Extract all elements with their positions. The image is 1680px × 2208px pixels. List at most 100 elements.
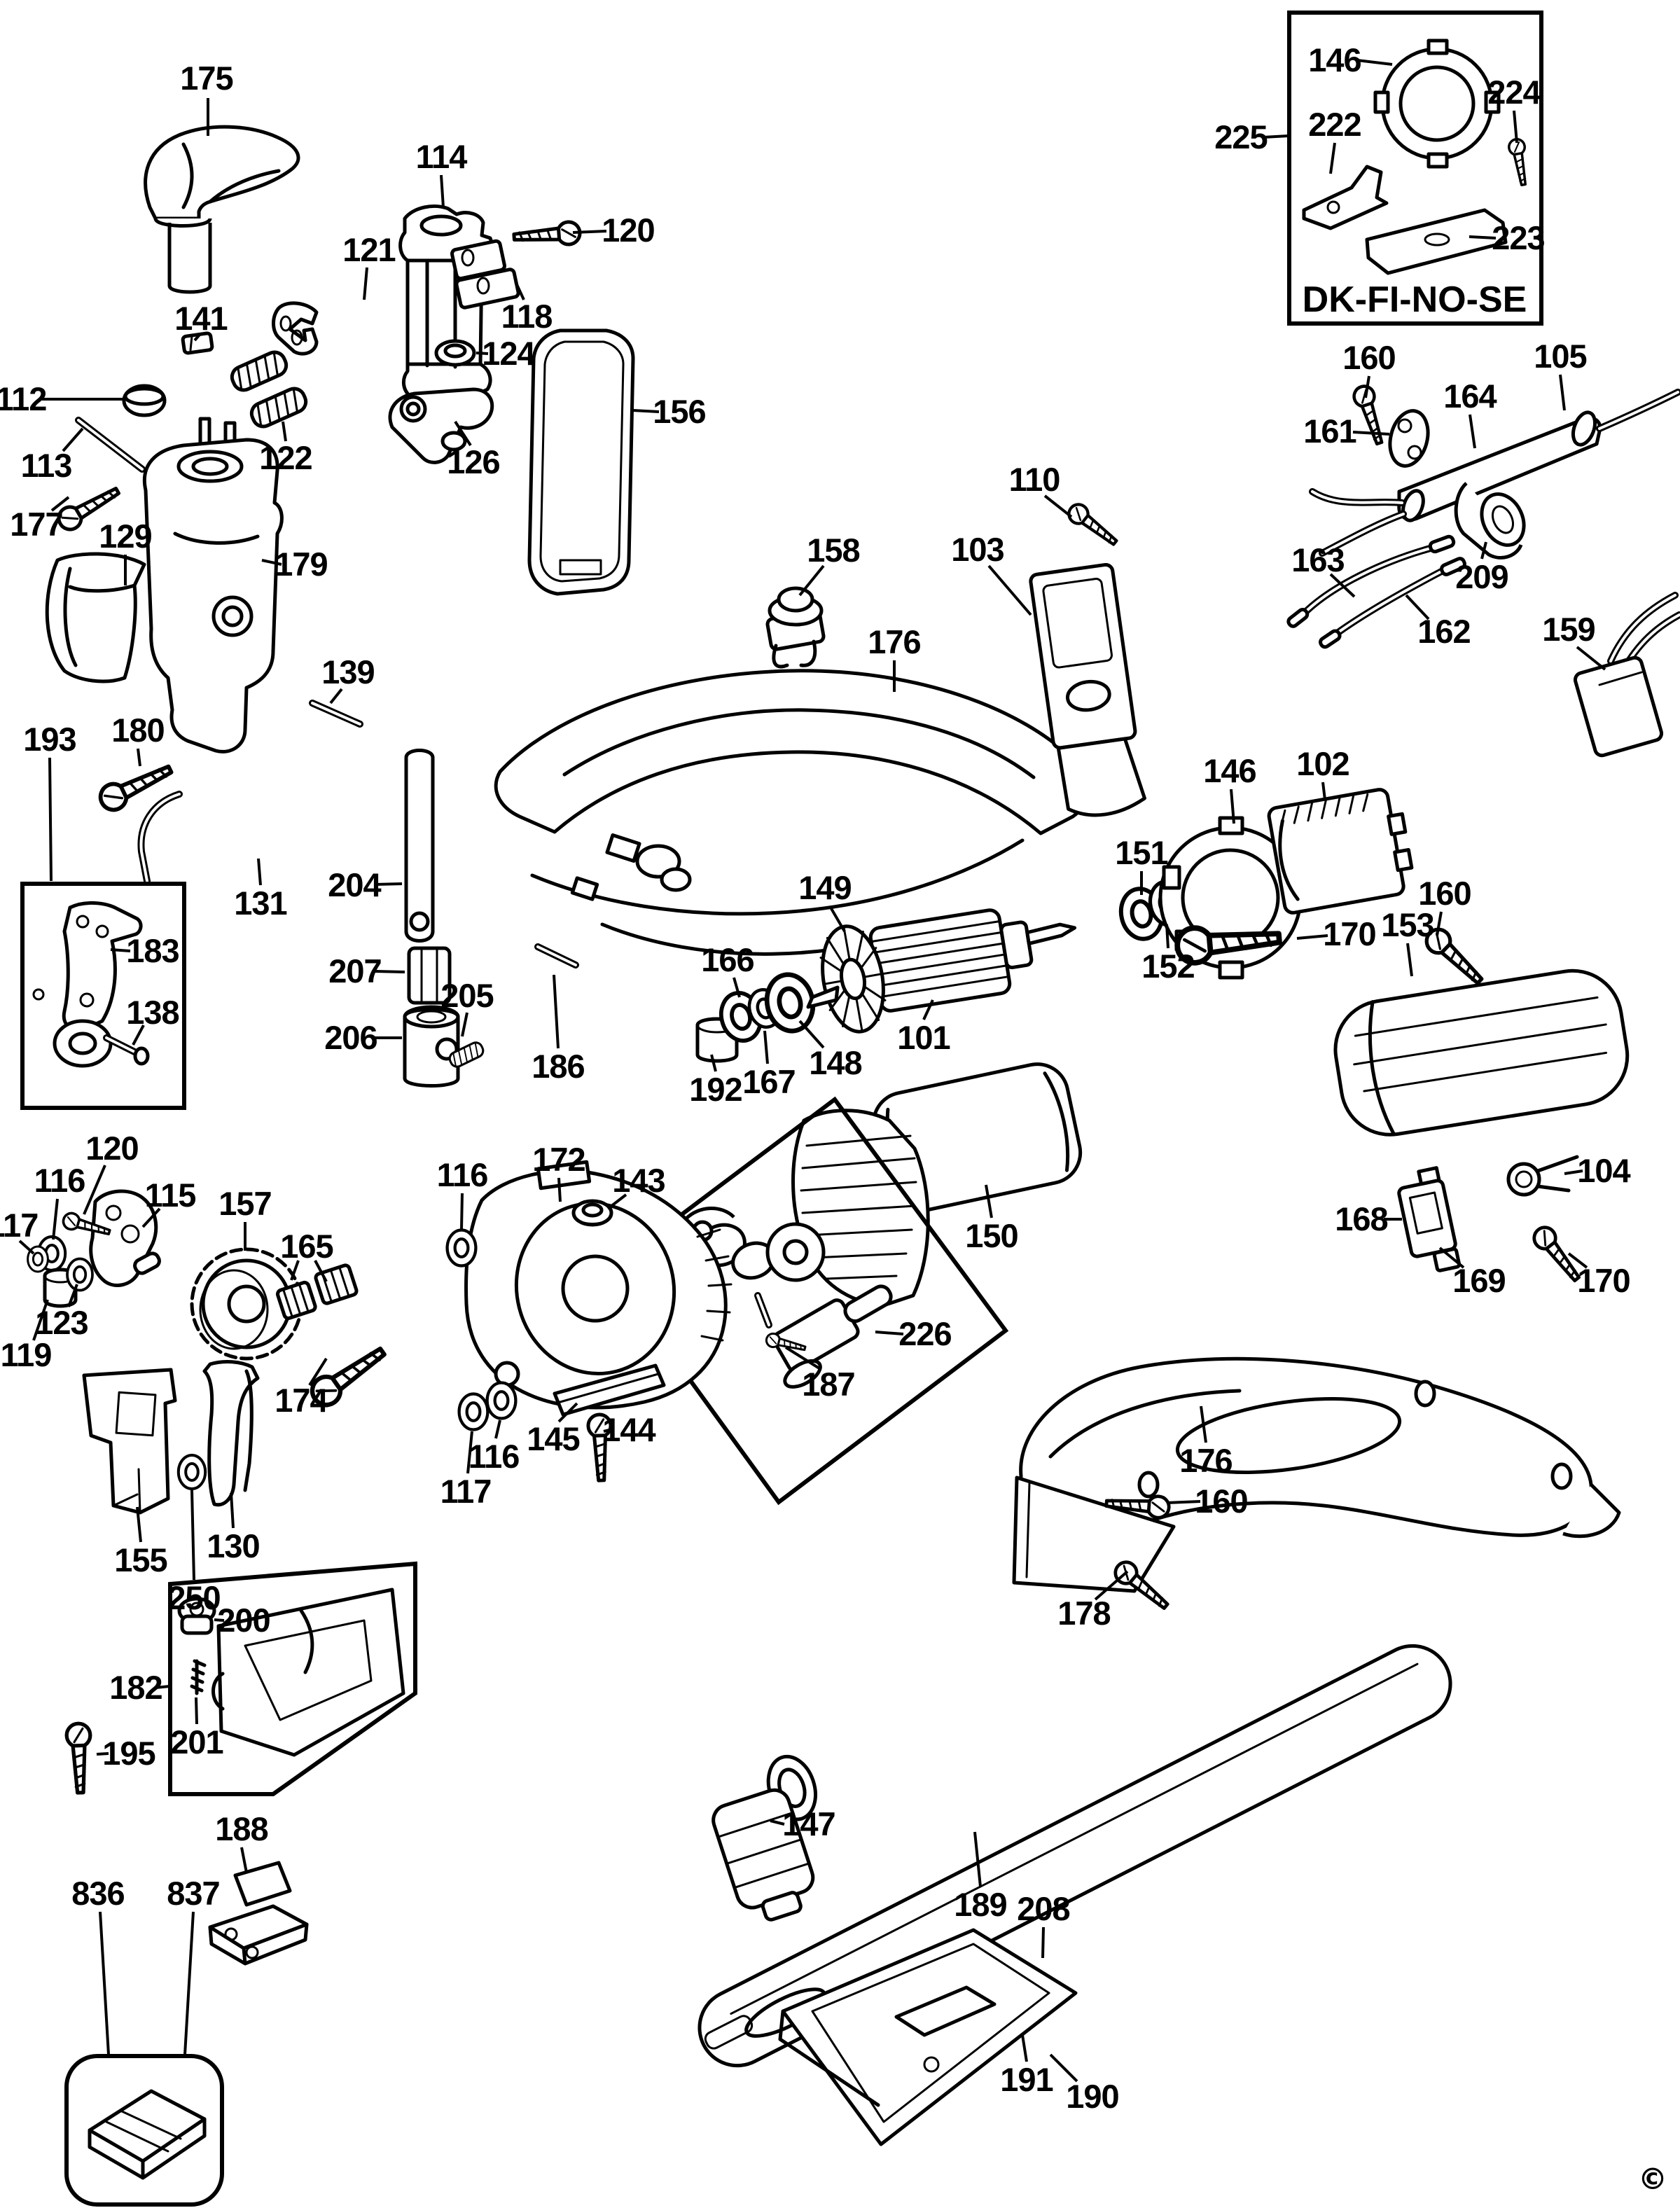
leader-line-176-bot [1200,1405,1207,1443]
leader-line-162 [1405,594,1430,620]
collar-206 [403,1005,460,1088]
part-label-126: 126 [447,443,499,480]
leader-line-120-top [572,230,607,234]
part-label-160-bot: 160 [1195,1483,1247,1520]
part-label-170-mid: 170 [1323,915,1375,952]
leader-line-186 [553,974,560,1049]
leader-line-207 [375,970,405,973]
part-label-122: 122 [259,439,312,476]
brush-spring-104 [1506,1155,1579,1197]
motor-cover-153 [1333,968,1630,1137]
kit-box-225: DK-FI-NO-SE [1287,11,1543,326]
box-226 [606,1096,1009,1506]
leader-line-201 [195,1697,198,1725]
part-label-156: 156 [653,393,705,430]
lead-wires-163-162 [1286,534,1466,649]
part-label-193: 193 [23,721,76,758]
part-label-224: 224 [1487,74,1541,111]
part-label-152: 152 [1141,947,1194,985]
leader-line-121 [363,267,368,300]
part-label-120-low: 120 [85,1130,138,1167]
gasket-156 [527,328,635,596]
kit-caption: DK-FI-NO-SE [1303,279,1527,320]
cord-clamp-161 [1388,409,1430,468]
part-label-168: 168 [1335,1200,1387,1237]
part-label-187: 187 [802,1366,854,1403]
leader-line-102 [1321,782,1326,800]
part-label-129: 129 [99,518,151,555]
leader-line-149 [828,905,846,933]
leader-line-193 [48,757,53,882]
leader-line-120-low [83,1165,106,1215]
part-label-101: 101 [897,1019,950,1056]
leader-line-114 [440,174,445,208]
leader-line-191 [1021,2034,1028,2062]
part-label-155: 155 [114,1541,167,1578]
leader-line-205 [461,1012,468,1037]
part-label-139: 139 [321,653,374,690]
leader-line-117-bot [466,1431,473,1474]
part-label-112: 112 [0,380,46,417]
leader-line-131 [257,858,262,886]
part-label-164: 164 [1443,377,1497,415]
leader-line-118 [514,281,525,300]
part-label-131: 131 [234,884,286,922]
suppressor-159 [1573,592,1680,758]
screw-195 [67,1723,92,1793]
screw-160-top [1352,384,1389,446]
pin-186 [534,943,579,968]
part-label-208: 208 [1017,1890,1069,1927]
leader-line-155 [136,1506,142,1543]
part-label-223: 223 [1492,219,1544,256]
part-label-204: 204 [328,866,381,903]
cylinder-204 [404,749,435,943]
part-label-163: 163 [1291,541,1344,578]
leader-line-150 [985,1184,993,1218]
part-label-121: 121 [342,231,395,268]
part-label-102: 102 [1296,745,1349,782]
part-label-130: 130 [207,1527,259,1564]
needle-sleeves-165 [276,1263,359,1320]
part-label-207: 207 [328,952,381,990]
screw-110 [1065,501,1121,550]
leader-line-extra-0 [314,1260,328,1282]
leader-line-225 [1263,134,1289,139]
part-label-170-bot: 170 [1577,1262,1630,1299]
leader-line-116-left [52,1198,59,1240]
copyright-mark: © [1638,2162,1667,2196]
leader-line-190 [1049,2053,1078,2083]
knob-158 [765,586,826,669]
part-label-104: 104 [1577,1152,1630,1189]
part-label-105: 105 [1534,338,1586,375]
leader-line-104 [1564,1169,1583,1175]
clip-141 [181,331,214,355]
guard-130 [202,1360,260,1507]
leader-line-147 [770,1819,785,1826]
part-label-162: 162 [1417,613,1470,650]
leader-line-158 [798,564,825,597]
part-label-166: 166 [701,941,754,978]
part-label-116-gear: 116 [437,1156,488,1193]
springs-122 [229,349,310,430]
cap-143 [571,1199,613,1227]
leader-line-226 [875,1331,904,1335]
leader-line-116-bot [494,1419,501,1439]
part-label-226: 226 [898,1315,951,1352]
leader-line-113 [62,427,84,452]
part-label-195: 195 [102,1735,155,1772]
leader-line-141 [193,333,201,342]
part-label-158: 158 [807,532,859,569]
leader-line-222 [1329,142,1336,174]
ring-112 [122,384,167,417]
part-label-141: 141 [174,300,227,337]
part-label-167: 167 [742,1063,795,1100]
cord-protector-209 [1454,482,1526,560]
leader-line-126 [454,420,472,447]
leader-line-180 [137,748,141,767]
washer-116-gear [447,1230,476,1266]
leader-line-163 [1329,573,1356,598]
ring-124 [434,339,476,367]
part-label-148: 148 [809,1044,861,1081]
